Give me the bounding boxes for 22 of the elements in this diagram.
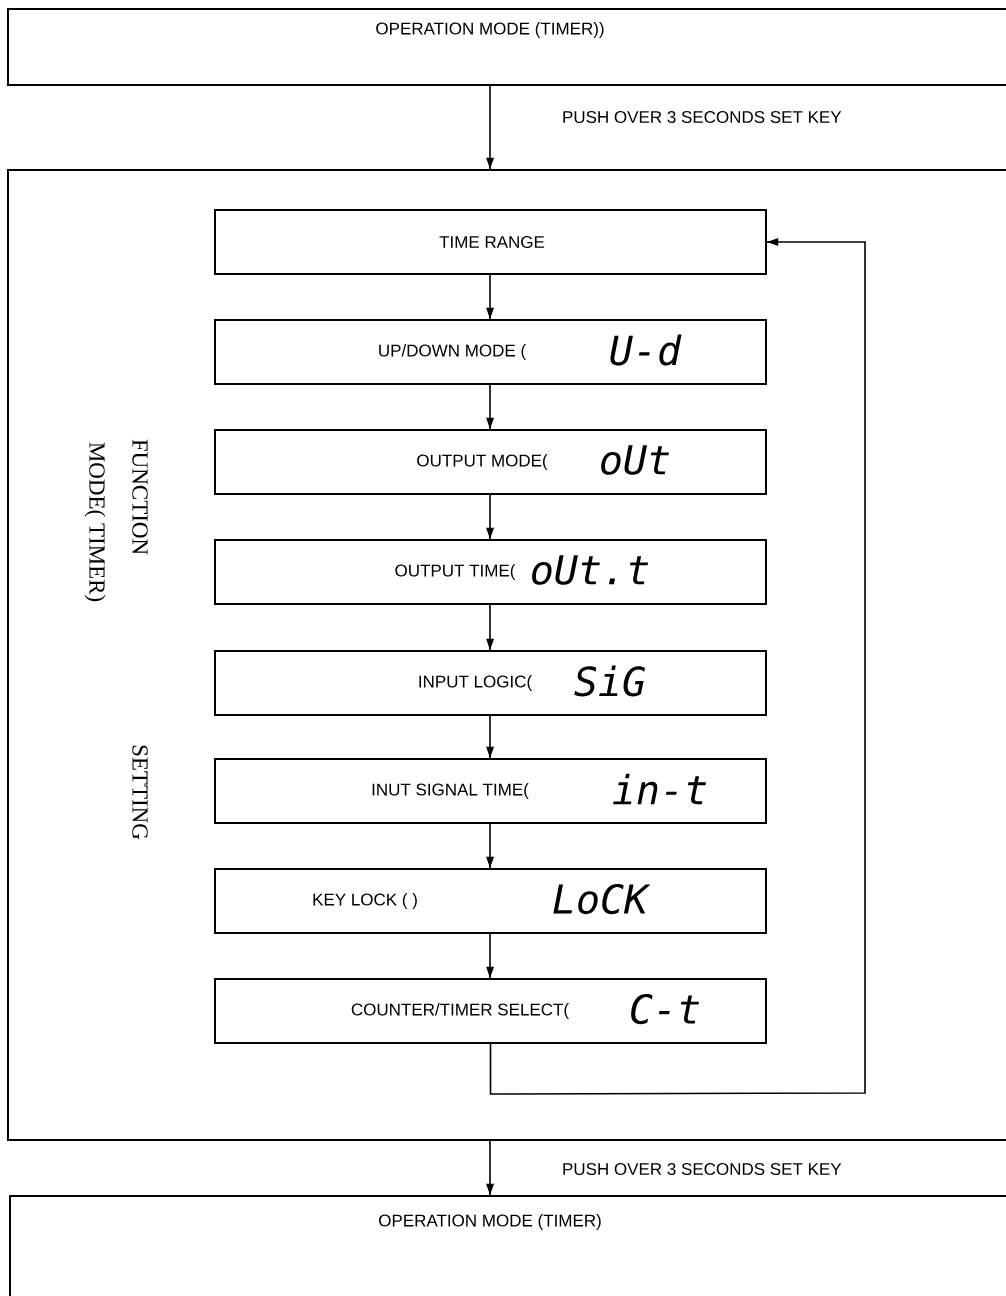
- arrow: [486, 384, 495, 430]
- arrow: [486, 823, 495, 869]
- process-box: COUNTER/TIMER SELECT( C-t: [214, 978, 767, 1044]
- process-box: KEY LOCK ( ) LoCK: [214, 868, 767, 934]
- process-box: INUT SIGNAL TIME( in-t: [214, 758, 767, 824]
- arrow: [486, 1140, 495, 1196]
- mode-box: OPERATION MODE (TIMER): [9, 1195, 1006, 1296]
- process-box: UP/DOWN MODE ( U-d: [214, 319, 767, 385]
- arrow: [486, 933, 495, 979]
- edge-label: PUSH OVER 3 SECONDS SET KEY: [561, 1162, 843, 1177]
- arrow: [486, 85, 495, 170]
- process-box: OUTPUT TIME( oUt.t: [214, 539, 767, 605]
- arrow: [486, 715, 495, 759]
- process-box: INPUT LOGIC( SiG: [214, 650, 767, 716]
- arrow: [486, 604, 495, 651]
- mode-box: OPERATION MODE (TIMER)): [7, 8, 1006, 86]
- arrow: [486, 494, 495, 540]
- edge-label: PUSH OVER 3 SECONDS SET KEY: [561, 110, 843, 125]
- process-box: TIME RANGE: [214, 209, 767, 275]
- arrow: [489, 238, 866, 1095]
- arrow: [486, 274, 495, 320]
- process-box: OUTPUT MODE( oUt: [214, 429, 767, 495]
